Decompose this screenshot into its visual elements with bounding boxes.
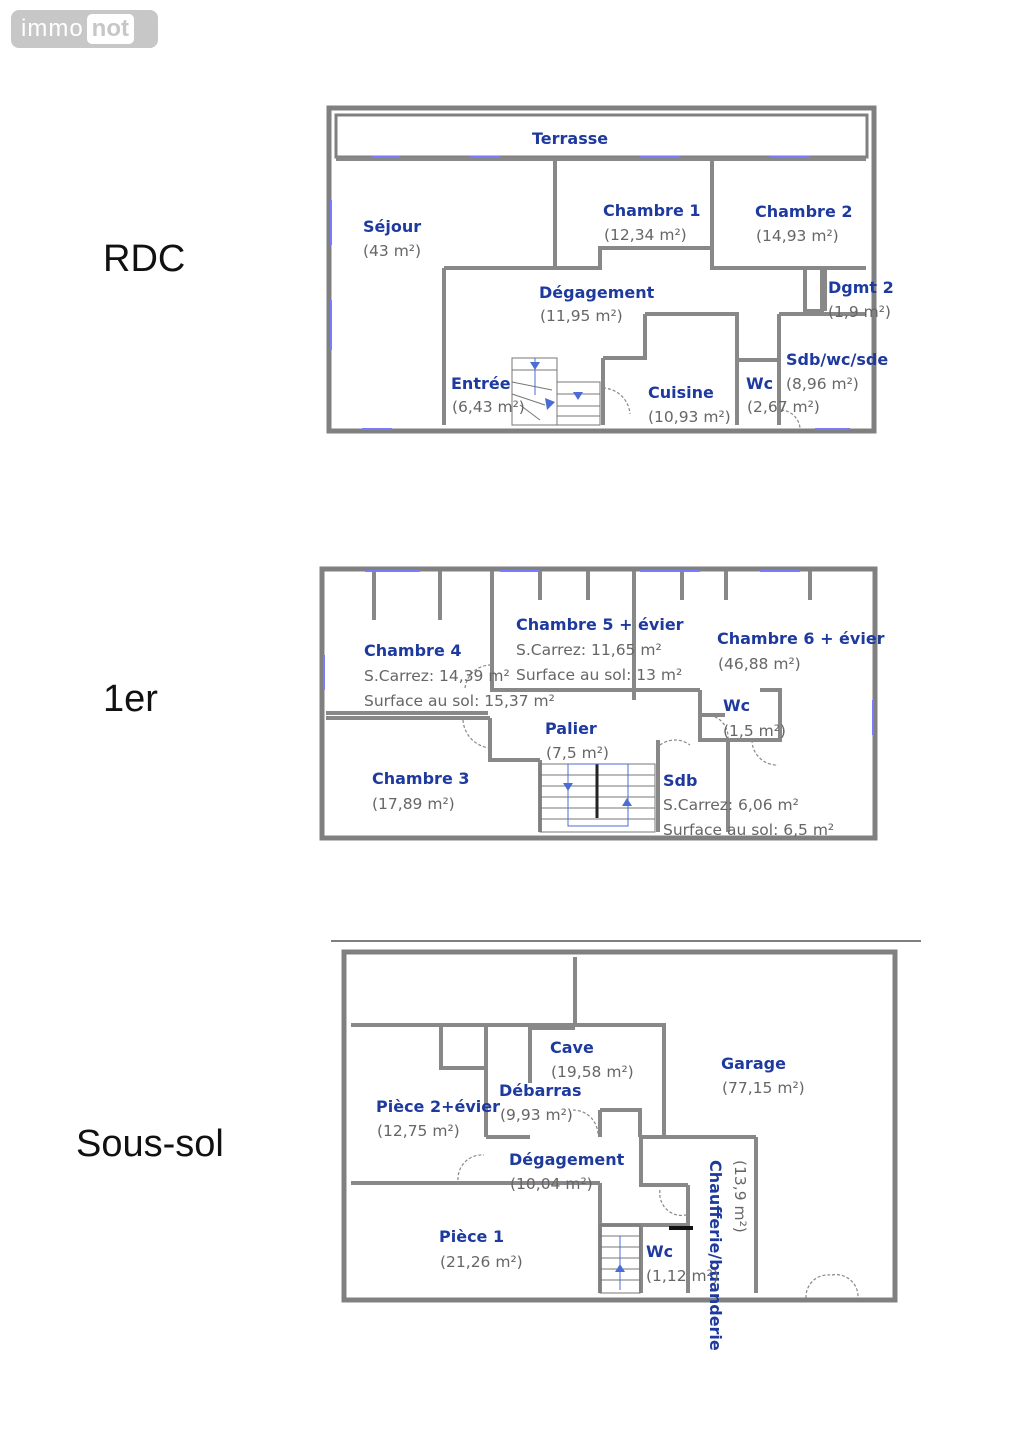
rdc-room-name: Chambre 1 (603, 201, 701, 220)
first-room-name: Sdb (663, 771, 697, 790)
plan-first-floor: Chambre 4 S.Carrez: 14,39 m² Surface au … (319, 566, 885, 841)
basement-room-area: (9,93 m²) (500, 1106, 573, 1124)
rdc-room-name: Séjour (363, 217, 421, 236)
rdc-room-area: (12,34 m²) (604, 226, 687, 244)
rdc-room-area: (11,95 m²) (540, 307, 623, 325)
basement-room-name: Wc (646, 1242, 673, 1261)
rdc-room-name: Terrasse (532, 129, 608, 148)
first-room-detail: Surface au sol: 6,5 m² (663, 821, 834, 839)
basement-room-name: Cave (550, 1038, 594, 1057)
first-room-detail: (17,89 m²) (372, 795, 455, 813)
rdc-room-area: (1,9 m²) (828, 303, 891, 321)
rdc-room-name: Wc (746, 374, 773, 393)
rdc-room-area: (10,93 m²) (648, 408, 731, 426)
basement-room-name: Dégagement (509, 1150, 625, 1169)
basement-room-name: Garage (721, 1054, 786, 1073)
first-room-name: Chambre 6 + évier (717, 629, 885, 648)
rdc-room-name: Cuisine (648, 383, 714, 402)
first-room-name: Chambre 3 (372, 769, 470, 788)
first-room-name: Wc (723, 696, 750, 715)
first-room-detail: (46,88 m²) (718, 655, 801, 673)
first-room-detail: (1,5 m²) (723, 722, 786, 740)
plan-basement: Cave (19,58 m²) Garage (77,15 m²) Débarr… (331, 940, 921, 1351)
basement-room-area: (21,26 m²) (440, 1253, 523, 1271)
rdc-room-area: (43 m²) (363, 242, 421, 260)
rdc-room-name: Entrée (451, 374, 511, 393)
basement-room-name-vertical: Chaufferie/buanderie (706, 1160, 725, 1351)
basement-room-area: (77,15 m²) (722, 1079, 805, 1097)
first-room-detail: S.Carrez: 14,39 m² (364, 667, 510, 685)
first-room-name: Chambre 4 (364, 641, 462, 660)
basement-room-area: (10,04 m²) (510, 1175, 593, 1193)
rdc-room-area: (14,93 m²) (756, 227, 839, 245)
rdc-room-area: (8,96 m²) (786, 375, 859, 393)
first-room-name: Chambre 5 + évier (516, 615, 684, 634)
first-room-detail: S.Carrez: 6,06 m² (663, 796, 799, 814)
basement-room-name: Pièce 2+évier (376, 1097, 500, 1116)
first-room-detail: Surface au sol: 13 m² (516, 666, 682, 684)
rdc-room-name: Dgmt 2 (828, 278, 894, 297)
rdc-room-name: Sdb/wc/sde (786, 350, 888, 369)
rdc-room-name: Chambre 2 (755, 202, 853, 221)
first-room-detail: S.Carrez: 11,65 m² (516, 641, 662, 659)
basement-room-area: (1,12 m²) (646, 1267, 719, 1285)
basement-room-area-vertical: (13,9 m²) (731, 1160, 749, 1233)
basement-room-area: (19,58 m²) (551, 1063, 634, 1081)
rdc-room-area: (6,43 m²) (452, 398, 525, 416)
first-room-name: Palier (545, 719, 597, 738)
basement-room-area: (12,75 m²) (377, 1122, 460, 1140)
rdc-room-area: (2,67 m²) (747, 398, 820, 416)
basement-room-name: Pièce 1 (439, 1227, 504, 1246)
plan-rdc: Terrasse Séjour (43 m²) Chambre 1 (12,34… (326, 105, 894, 434)
basement-room-name: Débarras (499, 1081, 581, 1100)
first-room-detail: (7,5 m²) (546, 744, 609, 762)
level-label-basement: Sous-sol (76, 1123, 224, 1165)
rdc-room-name: Dégagement (539, 283, 655, 302)
first-room-detail: Surface au sol: 15,37 m² (364, 692, 555, 710)
level-label-rdc: RDC (103, 238, 186, 280)
level-label-first: 1er (103, 678, 158, 720)
